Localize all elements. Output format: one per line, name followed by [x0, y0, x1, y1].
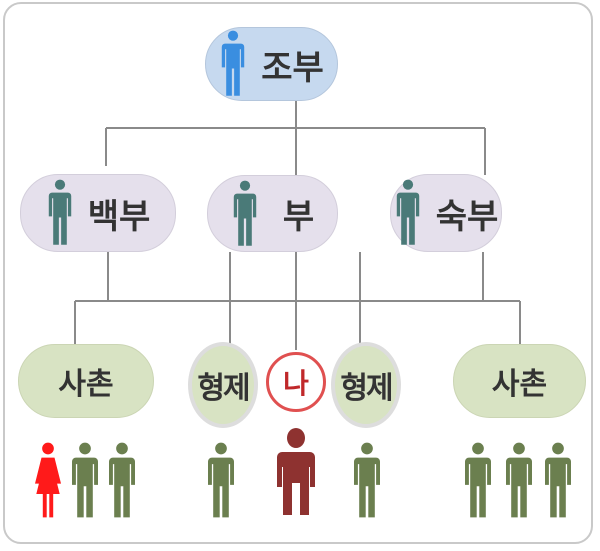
person-icon: [394, 179, 422, 247]
node-label: 사촌: [491, 367, 548, 402]
person-icon: [219, 30, 247, 98]
person-icon: [354, 442, 380, 518]
node-label: 부: [282, 197, 315, 237]
me-person-icon: [277, 428, 315, 515]
node-sibling-left: 형제: [192, 346, 254, 424]
node-label: 나: [283, 367, 309, 400]
person-icon: [465, 442, 491, 518]
node-label: 형제: [197, 371, 250, 406]
node-grandfather: 조부: [205, 27, 338, 101]
person-icon: [72, 442, 98, 518]
diagram-frame: [3, 2, 593, 544]
node-cousin-right: 사촌: [453, 344, 586, 418]
node-younger-uncle: 숙부: [390, 174, 502, 252]
person-icon: [231, 180, 259, 248]
node-father: 부: [207, 175, 338, 252]
node-label: 백부: [87, 196, 151, 237]
female-person-icon: [35, 442, 61, 518]
node-cousin-left: 사촌: [18, 344, 154, 418]
person-icon: [208, 442, 234, 518]
node-elder-uncle: 백부: [20, 174, 176, 252]
node-sibling-right: 형제: [335, 346, 397, 424]
node-label: 조부: [261, 47, 324, 88]
person-icon: [506, 442, 532, 518]
node-me: 나: [266, 352, 326, 412]
node-label: 형제: [340, 371, 393, 406]
person-icon: [545, 442, 571, 518]
person-icon: [46, 179, 74, 247]
node-label: 숙부: [435, 196, 499, 237]
person-icon: [109, 442, 135, 518]
node-label: 사촌: [58, 367, 114, 402]
